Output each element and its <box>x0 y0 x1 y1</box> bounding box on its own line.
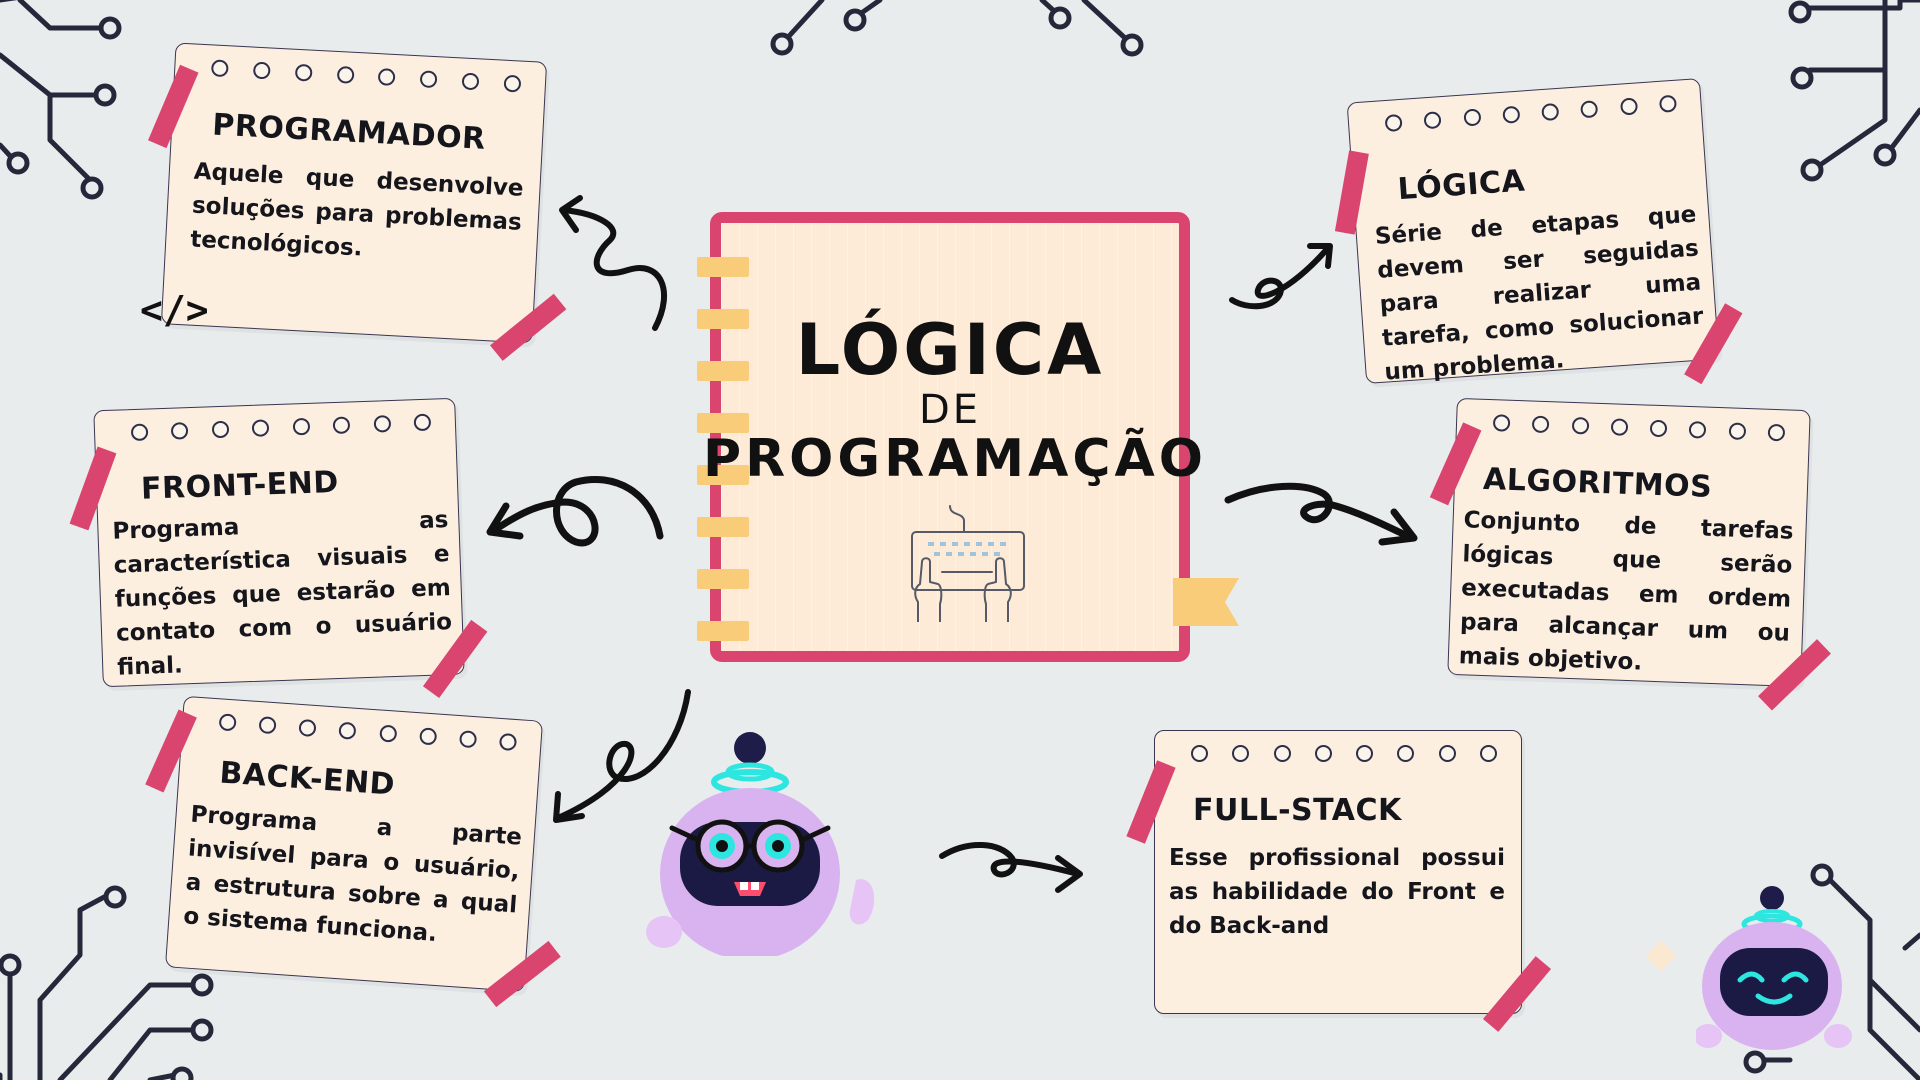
note-text: Esse profissional possui as habilidade d… <box>1169 845 1505 939</box>
arrow-to-full-stack <box>939 842 1083 893</box>
note-title: PROGRAMADOR <box>211 107 487 157</box>
typing-keyboard-icon <box>911 505 1025 622</box>
note-text: Conjunto de tarefas lógicas que serão ex… <box>1458 507 1794 676</box>
note-programador: PROGRAMADOR Aquele que desenvolve soluçõ… <box>148 42 567 361</box>
note-logica: LÓGICA Série de etapas que devem ser seg… <box>1334 77 1743 386</box>
arrow-to-front-end <box>486 475 664 547</box>
main-title: LÓGICA <box>795 309 1105 391</box>
note-rings <box>1384 94 1677 133</box>
note-rings <box>210 59 522 93</box>
title-connector: DE <box>918 387 982 433</box>
note-back-end: BACK-END Programa a parte invisível para… <box>145 695 561 1008</box>
robot-mascot-glasses <box>646 732 875 956</box>
note-text: Série de etapas que devem ser seguidas p… <box>1374 201 1705 386</box>
arrow-to-logica <box>1229 243 1333 310</box>
robot-mascot-smiling <box>1696 886 1852 1050</box>
note-title: FRONT-END <box>140 464 340 507</box>
arrow-to-programador <box>559 195 667 331</box>
note-text: Programa as característica visuais e fun… <box>112 507 453 681</box>
note-title: ALGORITMOS <box>1482 461 1713 505</box>
note-title: FULL-STACK <box>1193 793 1402 828</box>
note-rings <box>1492 414 1786 442</box>
note-front-end: FRONT-END Programa as característica vis… <box>69 397 488 698</box>
note-full-stack: FULL-STACK Esse profissional possui as h… <box>1126 730 1552 1032</box>
main-subtitle: PROGRAMAÇÃO <box>703 429 1207 489</box>
arrow-to-back-end <box>553 689 691 823</box>
note-title: LÓGICA <box>1396 163 1527 208</box>
note-rings <box>1191 745 1497 762</box>
note-algoritmos: ALGORITMOS Conjunto de tarefas lógicas q… <box>1429 397 1831 711</box>
code-tag-icon: </> <box>140 288 209 332</box>
note-text: Aquele que desenvolve soluções para prob… <box>189 158 525 262</box>
arrow-to-algoritmos <box>1224 482 1418 546</box>
note-title: BACK-END <box>218 755 397 803</box>
note-rings <box>218 713 518 752</box>
bookmark-ribbon <box>1173 578 1239 626</box>
note-text: Programa a parte invisível para o usuári… <box>182 801 523 947</box>
note-rings <box>130 413 432 442</box>
center-notebook-card: LÓGICA DE PROGRAMAÇÃO <box>697 212 1203 662</box>
